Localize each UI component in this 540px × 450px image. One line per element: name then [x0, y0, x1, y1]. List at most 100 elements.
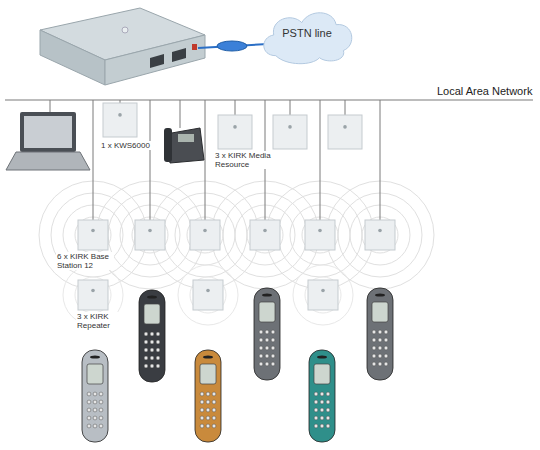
- handset-key: [200, 408, 204, 412]
- lan-line: [5, 99, 533, 100]
- handset-key: [99, 400, 103, 404]
- handset-body: [254, 288, 280, 380]
- handset-key: [87, 400, 91, 404]
- handset-key: [212, 408, 216, 412]
- handset-key: [200, 392, 204, 396]
- handset-key: [156, 364, 160, 368]
- repeater-unit-body: [308, 280, 338, 310]
- handset-key: [271, 346, 275, 350]
- coverage-ring: [75, 277, 111, 313]
- handset-key: [320, 400, 324, 404]
- base-station-unit-body: [365, 220, 395, 250]
- base-station-unit-dot: [91, 229, 95, 233]
- handset-key: [320, 408, 324, 412]
- handset-key: [326, 392, 330, 396]
- handset-key: [200, 416, 204, 420]
- handset-key: [156, 332, 160, 336]
- base-station-unit: [365, 220, 395, 250]
- handset-key: [271, 362, 275, 366]
- coverage-ring: [178, 265, 238, 325]
- handset-key: [314, 400, 318, 404]
- desk-phone: [164, 128, 204, 163]
- base-station-unit-dot: [263, 229, 267, 233]
- media-resource-unit: [328, 115, 362, 149]
- handset-key: [372, 354, 376, 358]
- kws6000-unit-body: [103, 103, 137, 137]
- kws6000-unit: [103, 103, 137, 137]
- base-station-unit-body: [135, 220, 165, 250]
- handset-key: [265, 346, 269, 350]
- cloud-label: PSTN line: [255, 27, 359, 39]
- handset-key: [320, 392, 324, 396]
- handset-key: [93, 392, 97, 396]
- handset-key: [200, 424, 204, 428]
- media-resource-unit-dot: [233, 125, 237, 129]
- handset-body: [82, 350, 108, 442]
- handset-key: [378, 362, 382, 366]
- laptop-base: [6, 152, 90, 170]
- handset-key: [87, 416, 91, 420]
- media-resource-unit-body: [273, 115, 307, 149]
- handset-key: [265, 330, 269, 334]
- handset-key: [378, 330, 382, 334]
- base-station-unit: [135, 220, 165, 250]
- handset-key: [384, 354, 388, 358]
- handset-key: [144, 364, 148, 368]
- lan-drop: [50, 100, 51, 112]
- lan-drop: [380, 100, 381, 220]
- handset-key: [93, 400, 97, 404]
- coverage-ring: [362, 217, 398, 253]
- handset-key: [378, 346, 382, 350]
- base-station-unit-dot: [203, 229, 207, 233]
- handset-key: [271, 330, 275, 334]
- repeater-unit: [78, 280, 108, 310]
- lan-drop: [93, 100, 94, 220]
- handset-key: [99, 392, 103, 396]
- base-station-unit: [250, 220, 280, 250]
- handset-key: [212, 424, 216, 428]
- handset-key: [93, 416, 97, 420]
- coverage-ring: [190, 277, 226, 313]
- dect-handset: [309, 350, 335, 442]
- base-station-unit: [190, 220, 220, 250]
- handset-key: [378, 354, 382, 358]
- handset-key: [206, 392, 210, 396]
- repeater-unit: [193, 280, 223, 310]
- handset-key: [87, 424, 91, 428]
- handset-earpiece: [147, 295, 157, 298]
- handset-body: [195, 350, 221, 442]
- handset-screen: [144, 304, 160, 324]
- handset-earpiece: [90, 355, 100, 358]
- repeater-unit-dot: [91, 289, 95, 293]
- handset-key: [314, 416, 318, 420]
- lan-drop: [180, 100, 181, 128]
- server-port: [150, 54, 164, 68]
- component-label: 1 x KWS6000: [100, 141, 151, 150]
- handset-key: [265, 338, 269, 342]
- lan-drop: [150, 100, 151, 220]
- handset-key: [206, 400, 210, 404]
- handset-key: [326, 408, 330, 412]
- base-station-unit-body: [250, 220, 280, 250]
- coverage-rings: [39, 181, 434, 325]
- handset-key: [99, 408, 103, 412]
- dect-handset: [82, 350, 108, 442]
- lan-drop: [345, 100, 346, 115]
- handset-key: [384, 338, 388, 342]
- handset-key: [378, 338, 382, 342]
- laptop-screen: [20, 112, 76, 152]
- server-front: [105, 35, 205, 85]
- handset-earpiece: [203, 355, 213, 358]
- repeater-unit: [308, 280, 338, 310]
- handset-key: [271, 354, 275, 358]
- cable-connector: [217, 41, 247, 51]
- base-station-unit-body: [190, 220, 220, 250]
- base-station-unit-dot: [318, 229, 322, 233]
- handset-screen: [259, 302, 275, 322]
- media-resource-unit-dot: [288, 125, 292, 129]
- handset-key: [150, 340, 154, 344]
- handset-screen: [200, 364, 216, 384]
